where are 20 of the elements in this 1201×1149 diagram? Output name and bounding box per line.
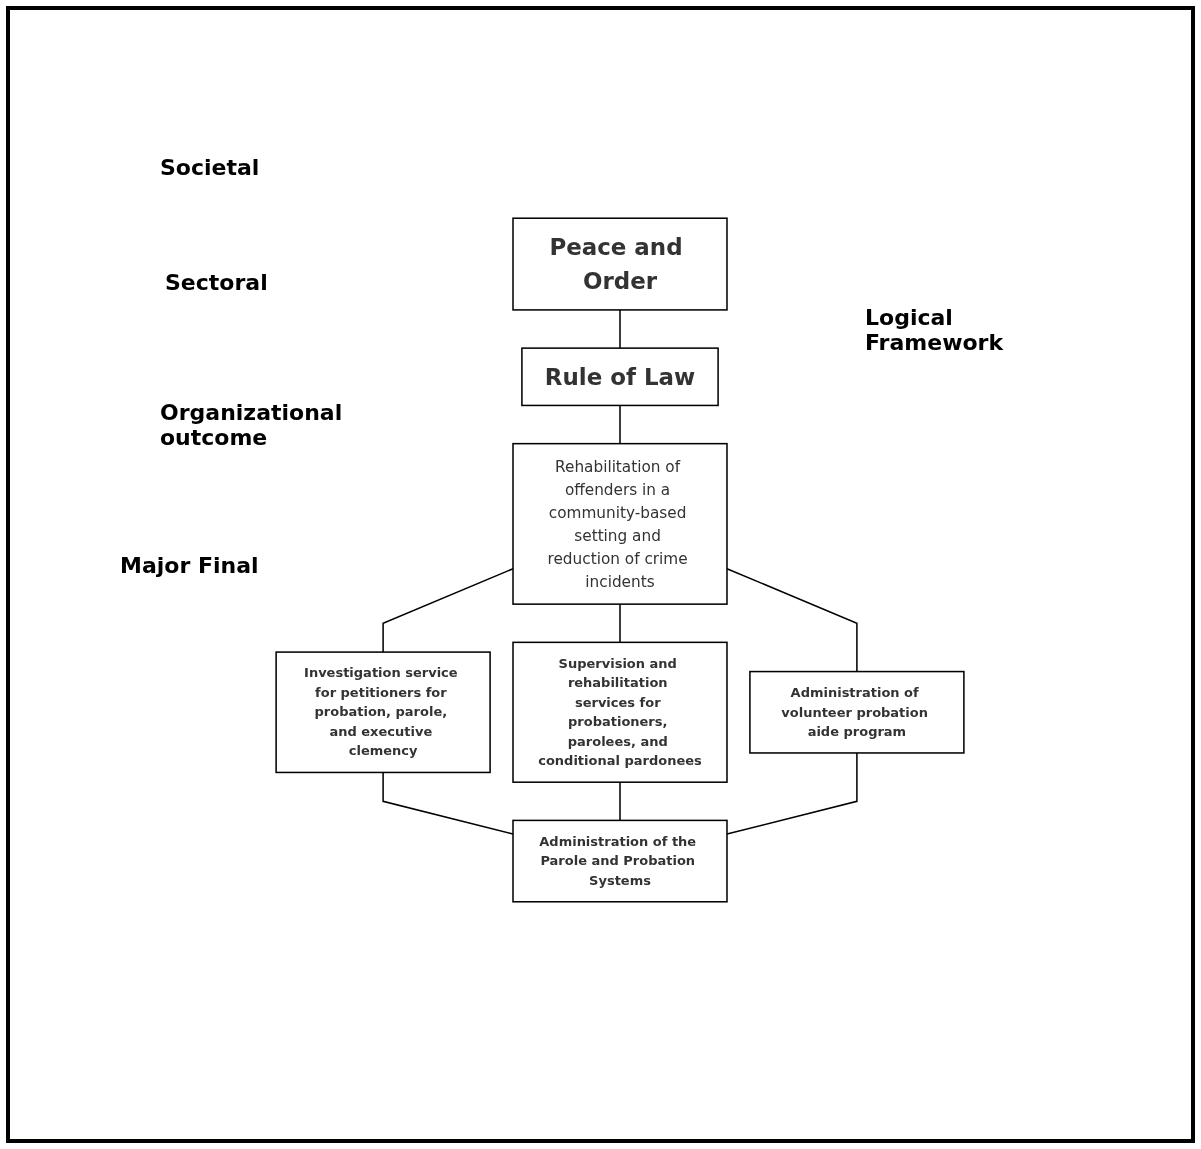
node-box: Rehabilitation of offenders in a community-based setting and reduction of crime incidents bbox=[512, 442, 728, 605]
node-box: Administration of volunteer probation aide program bbox=[749, 670, 965, 754]
node-box: Rule of Law bbox=[521, 347, 719, 407]
node-box: Investigation service for petitioners for probation, parole, and executive clemency bbox=[275, 651, 491, 774]
connector bbox=[726, 568, 858, 673]
level-label: Sectoral bbox=[165, 270, 269, 295]
level-label: Organizational outcome bbox=[160, 400, 344, 450]
connector bbox=[382, 771, 514, 835]
level-label: Major Final bbox=[120, 553, 260, 578]
node-box: Administration of the Parole and Probation Systems bbox=[512, 819, 728, 903]
connector bbox=[726, 752, 858, 835]
level-label: Societal bbox=[160, 155, 261, 180]
connector bbox=[619, 603, 621, 644]
connector bbox=[619, 781, 621, 822]
connector bbox=[619, 309, 621, 349]
node-box: Supervision and rehabilitation services for probationers, parolees, and conditional pardonees bbox=[512, 641, 728, 783]
level-label: Logical Framework bbox=[865, 305, 1005, 355]
connector bbox=[619, 404, 621, 445]
connector bbox=[382, 568, 514, 653]
node-box: Peace and Order bbox=[512, 217, 728, 311]
